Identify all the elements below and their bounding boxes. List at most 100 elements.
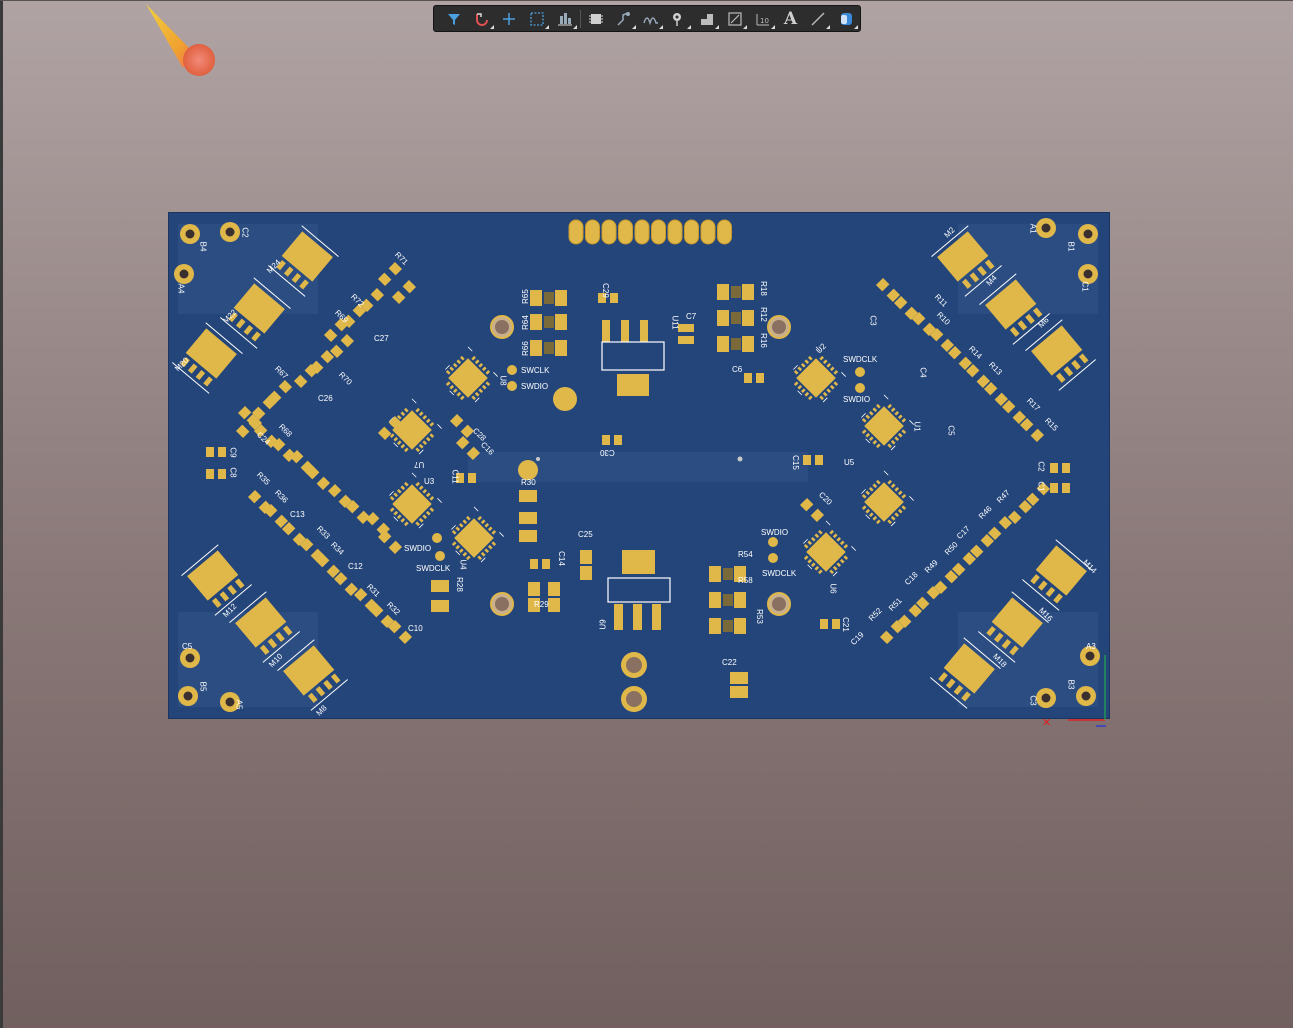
designator-label: SWDIO [843, 395, 871, 404]
passive-component [267, 379, 293, 405]
passive-component [333, 571, 359, 597]
designator-label: C1 [1036, 481, 1046, 492]
designator-label: C3 [868, 315, 878, 326]
passive-component [263, 503, 289, 529]
mosfet-package [268, 225, 339, 297]
passive-component [965, 363, 991, 389]
designator-label: A5 [234, 699, 244, 710]
designator-label: C11 [450, 469, 460, 484]
designator-label: A4 [176, 283, 186, 294]
designator-label: C7 [686, 312, 697, 321]
route-multiple-button[interactable] [610, 8, 638, 30]
designator-label: C4 [918, 367, 928, 378]
passive-component [391, 279, 417, 305]
header-connector [568, 219, 732, 245]
designator-label: U4 [458, 559, 468, 570]
qfn-chip [442, 506, 506, 570]
passive-component [387, 619, 413, 645]
passive-component [289, 449, 315, 475]
designator-label: C2 [1036, 461, 1046, 472]
via-icon [673, 12, 682, 26]
passive-component [969, 533, 995, 559]
designator-label: R65 [520, 289, 530, 304]
designator-label: U5 [844, 458, 855, 467]
designator-label: C21 [840, 617, 850, 632]
designator-label: C5 [946, 425, 956, 436]
passive-component [1001, 399, 1027, 425]
interactive-routing-icon [475, 12, 488, 26]
designator-label: R12 [758, 307, 768, 322]
select-rectangle-icon [530, 11, 544, 26]
passive-component [341, 303, 367, 329]
passive-component [247, 489, 273, 515]
align-button[interactable] [551, 8, 579, 30]
designator-label: R53 [754, 609, 764, 624]
polygon-button[interactable] [693, 8, 721, 30]
passive-component [947, 345, 973, 371]
passive-component [315, 553, 341, 579]
mosfet-package [172, 322, 243, 394]
passive-component [983, 381, 1009, 407]
passive-component [1025, 481, 1051, 507]
designator-label: C2 [240, 227, 250, 238]
cursor-icon [146, 4, 215, 76]
passive-component [987, 515, 1013, 541]
qfn-chip [852, 470, 916, 534]
qfn-chip [784, 346, 848, 410]
component-pads [172, 225, 1096, 711]
passive-component [271, 437, 297, 463]
designator-label: SWDCLK [416, 564, 451, 573]
region-button[interactable] [721, 8, 749, 30]
designator-label: U9 [598, 619, 608, 630]
mosfet-package [181, 544, 252, 616]
via-button[interactable] [665, 8, 693, 30]
designator-label: C12 [348, 562, 363, 571]
passive-component [915, 585, 941, 611]
filter-button[interactable] [440, 8, 468, 30]
pcb-board-render [168, 212, 1110, 719]
designator-label: C15 [790, 455, 800, 470]
select-rectangle-button[interactable] [523, 8, 551, 30]
line-icon [811, 12, 825, 25]
mosfet-package [979, 273, 1050, 345]
dimension-button[interactable]: 10 [749, 8, 777, 30]
passive-component [929, 327, 955, 353]
mosfet-package [220, 277, 291, 349]
designator-label: C29 [600, 283, 610, 298]
passive-component [897, 603, 923, 629]
qfn-chip [852, 394, 916, 458]
svg-text:✕: ✕ [1042, 716, 1051, 729]
component-button[interactable] [582, 8, 610, 30]
designator-label: SWDIO [404, 544, 432, 553]
passive-component [911, 311, 937, 337]
passive-component [799, 497, 825, 523]
polygon-icon [701, 13, 714, 25]
designator-label: R30 [521, 478, 536, 487]
3d-body-button[interactable] [832, 8, 860, 30]
line-button[interactable] [804, 8, 832, 30]
place-button[interactable] [496, 8, 524, 30]
pcb-toolbar: 10 A [433, 5, 861, 32]
designator-label: U1 [912, 421, 922, 432]
designator-label: C5 [182, 642, 193, 651]
dimension-icon: 10 [756, 13, 769, 25]
passive-component [309, 349, 335, 375]
passive-component [1007, 499, 1033, 525]
mosfet-package [1025, 319, 1096, 391]
designator-label: C8 [228, 467, 238, 478]
differential-pair-button[interactable] [638, 8, 666, 30]
string-button[interactable]: A [777, 8, 805, 30]
mosfet-package [1022, 539, 1093, 611]
designator-label: R64 [520, 315, 530, 330]
designator-label: B1 [1066, 241, 1076, 252]
designator-label: R18 [758, 281, 768, 296]
passive-component [345, 499, 371, 525]
passive-component [299, 537, 325, 563]
designator-label: C6 [732, 365, 743, 374]
designator-label: A1 [1028, 223, 1038, 234]
designator-label: C26 [318, 394, 333, 403]
interactive-routing-button[interactable] [468, 8, 496, 30]
place-icon [503, 12, 516, 25]
